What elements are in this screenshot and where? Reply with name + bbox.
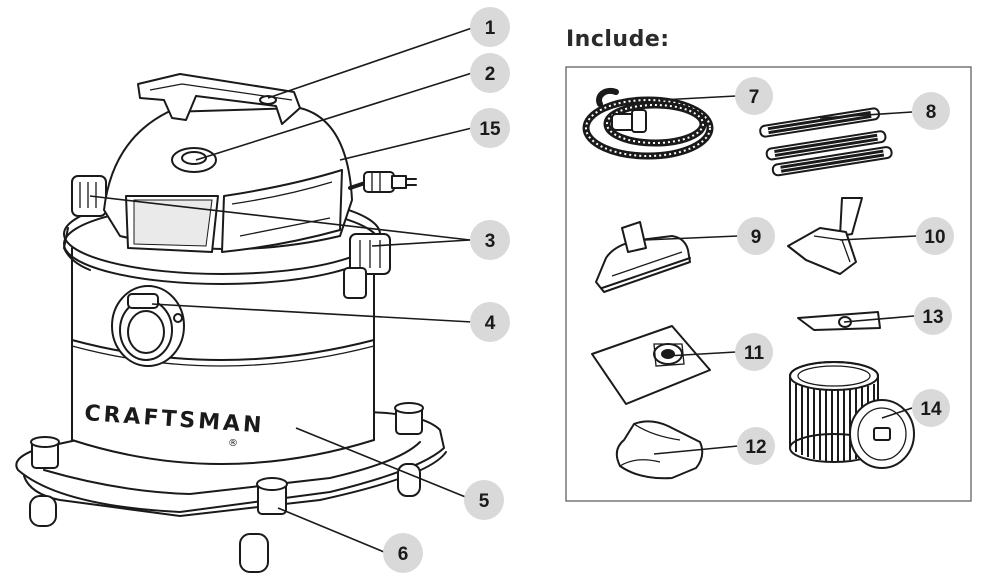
carry-handle	[137, 73, 301, 125]
filter-bag-illustration	[591, 325, 711, 405]
power-switch	[171, 147, 217, 173]
crevice-tool-illustration	[797, 311, 881, 331]
callout-8-number: 8	[926, 102, 937, 123]
callout-7: 7	[735, 77, 773, 115]
foam-sleeve-illustration	[615, 420, 704, 480]
callout-3: 3	[470, 220, 510, 260]
callout-10-number: 10	[924, 227, 945, 248]
callout-13: 13	[914, 297, 952, 335]
power-cord	[348, 171, 417, 193]
hose-illustration	[582, 88, 714, 160]
callout-1-number: 1	[485, 18, 496, 39]
include-box	[565, 66, 972, 502]
callout-11: 11	[735, 333, 773, 371]
callout-1: 1	[470, 7, 510, 47]
callout-4: 4	[470, 302, 510, 342]
callout-9-number: 9	[751, 227, 762, 248]
callout-3-number: 3	[485, 231, 496, 252]
include-heading: Include:	[566, 27, 670, 52]
callout-7-number: 7	[749, 87, 760, 108]
callout-badges: 1 2 15 3 4 5 6	[383, 7, 954, 573]
lid-latches	[71, 175, 391, 299]
callout-15-number: 15	[479, 119, 501, 140]
utility-nozzle-illustration	[787, 197, 863, 275]
callout-13-number: 13	[922, 307, 943, 328]
leader-lines	[89, 27, 917, 553]
callout-2: 2	[470, 53, 510, 93]
callout-9: 9	[737, 217, 775, 255]
callout-15: 15	[470, 108, 510, 148]
floor-nozzle-illustration	[595, 221, 691, 293]
callout-6-number: 6	[398, 544, 409, 565]
callout-6: 6	[383, 533, 423, 573]
hose-inlet-port	[111, 285, 185, 367]
callout-2-number: 2	[485, 64, 496, 85]
callout-5-number: 5	[479, 491, 490, 512]
cartridge-filter-illustration	[789, 361, 915, 469]
brand-registered-mark: ®	[228, 438, 238, 449]
caster-wheels	[29, 402, 424, 573]
callout-14: 14	[912, 389, 950, 427]
callout-8: 8	[912, 92, 950, 130]
callout-11-number: 11	[744, 343, 765, 364]
callout-10: 10	[916, 217, 954, 255]
wet-dry-vacuum-illustration: CRAFTSMAN ®	[15, 73, 447, 573]
callout-4-number: 4	[485, 313, 496, 334]
callout-12-number: 12	[745, 437, 766, 458]
callout-14-number: 14	[920, 399, 942, 420]
callout-12: 12	[737, 427, 775, 465]
callout-5: 5	[464, 480, 504, 520]
